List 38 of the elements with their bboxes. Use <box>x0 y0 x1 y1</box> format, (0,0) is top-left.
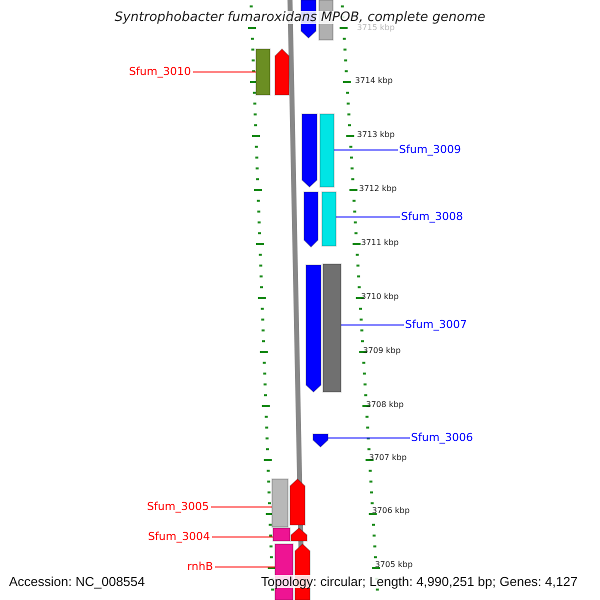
scale-label: 3713 kbp <box>357 131 395 139</box>
gene-name: rnhB <box>187 561 213 572</box>
footer-text: Topology: circular; Length: 4,990,251 bp; Genes: 4,127 <box>261 575 578 588</box>
gene-block <box>274 48 290 96</box>
leader-line <box>336 216 400 218</box>
gene-block <box>304 192 318 248</box>
gene-bar <box>320 114 334 188</box>
gene-bar <box>256 48 270 96</box>
gene-bar <box>272 528 290 542</box>
leader-line <box>214 566 276 568</box>
gene-name: Sfum_3010 <box>128 66 191 77</box>
gene-name: Sfum_3009 <box>399 144 462 155</box>
gene-block <box>306 264 322 393</box>
scale-label: 3714 kbp <box>355 77 393 85</box>
leader-line <box>340 324 404 326</box>
gene-block <box>302 114 318 188</box>
scale-label: 3712 kbp <box>359 185 397 193</box>
gene-bar <box>322 264 342 392</box>
scale-label: 3711 kbp <box>361 239 399 247</box>
scale-label: 3708 kbp <box>366 401 404 409</box>
gene-name: Sfum_3007 <box>405 319 468 330</box>
scale-label: 3705 kbp <box>375 561 413 569</box>
leader-line <box>210 506 272 508</box>
title: Syntrophobacter fumaroxidans MPOB, complete genome <box>114 11 486 24</box>
scale-label: 3715 kbp <box>357 24 395 32</box>
scale-label: 3706 kbp <box>372 507 410 515</box>
gene-name: Sfum_3008 <box>401 211 464 222</box>
gene-bar <box>322 192 336 246</box>
gene-bar <box>272 478 288 528</box>
gene-name: Sfum_3004 <box>148 531 210 542</box>
scale-label: 3707 kbp <box>369 454 407 462</box>
leader-line <box>212 536 274 538</box>
gene-block <box>312 434 328 448</box>
scale-label: 3710 kbp <box>361 293 399 301</box>
footer-text: Accession: NC_008554 <box>9 575 145 588</box>
gene-name: Sfum_3006 <box>411 432 474 443</box>
scale-label: 3709 kbp <box>363 347 401 355</box>
gene-name: Sfum_3005 <box>146 501 209 512</box>
